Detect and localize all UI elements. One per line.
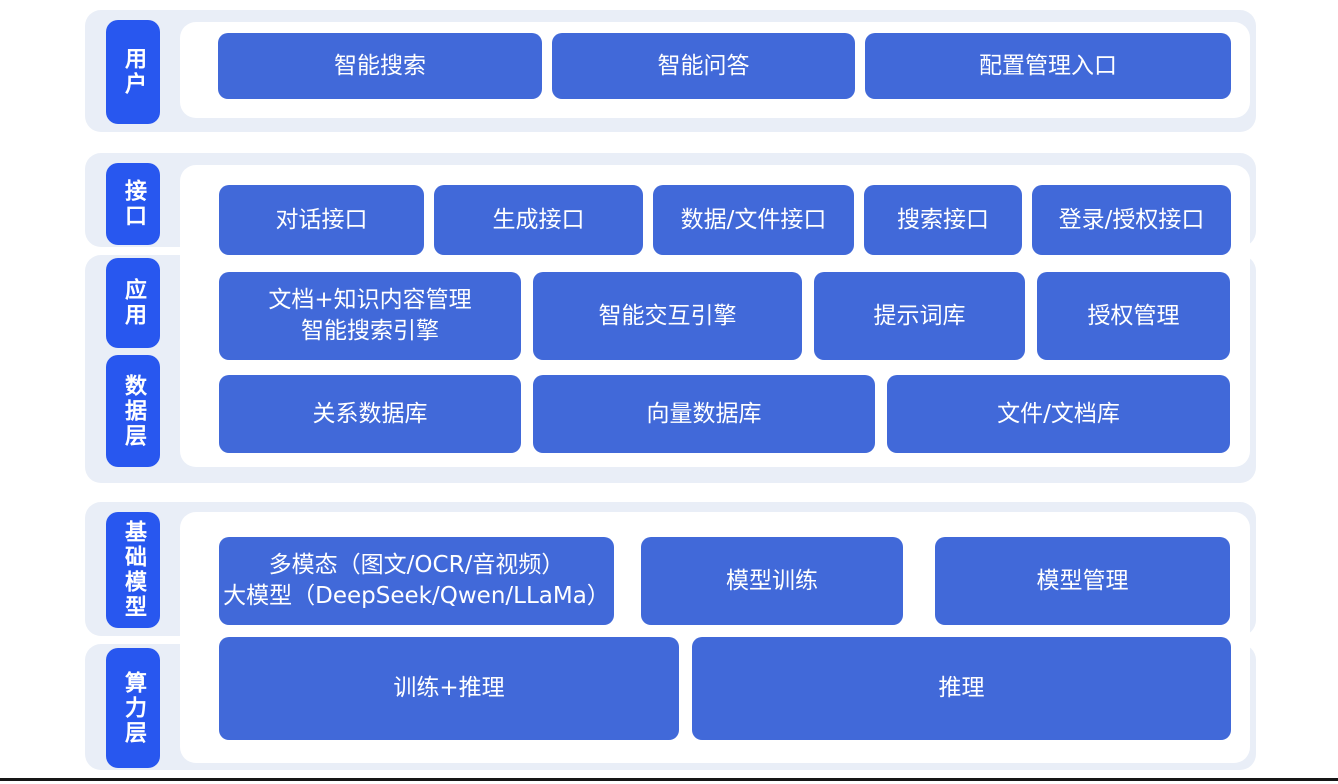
node-row-compute-layer: 训练+推理 推理 bbox=[219, 637, 1231, 740]
node-line: 多模态（图文/OCR/音视频） bbox=[268, 552, 565, 578]
node-model-training: 模型训练 bbox=[641, 537, 903, 625]
node-model-management: 模型管理 bbox=[935, 537, 1230, 625]
node-line: 文档+知识内容管理 bbox=[268, 287, 472, 313]
node-multimodal-llm: 多模态（图文/OCR/音视频） 大模型（DeepSeek/Qwen/LLaMa） bbox=[219, 537, 614, 625]
layer-tab-data-layer: 数据层 bbox=[106, 355, 160, 467]
layer-tab-user: 用户 bbox=[106, 20, 160, 124]
node-inference: 推理 bbox=[692, 637, 1231, 740]
node-row-foundation-model: 多模态（图文/OCR/音视频） 大模型（DeepSeek/Qwen/LLaMa）… bbox=[219, 537, 1230, 625]
bottom-divider bbox=[0, 778, 1338, 781]
node-config-mgmt-entry: 配置管理入口 bbox=[865, 33, 1231, 99]
node-smart-interaction-engine: 智能交互引擎 bbox=[533, 272, 802, 360]
node-prompt-library: 提示词库 bbox=[814, 272, 1025, 360]
node-relational-db: 关系数据库 bbox=[219, 375, 521, 453]
node-line: 智能搜索引擎 bbox=[301, 318, 439, 344]
node-row-application: 文档+知识内容管理 智能搜索引擎 智能交互引擎 提示词库 授权管理 bbox=[219, 272, 1230, 360]
node-data-file-api: 数据/文件接口 bbox=[653, 185, 854, 255]
layer-tab-application: 应用 bbox=[106, 258, 160, 348]
node-generate-api: 生成接口 bbox=[434, 185, 643, 255]
node-search-api: 搜索接口 bbox=[864, 185, 1022, 255]
node-vector-db: 向量数据库 bbox=[533, 375, 875, 453]
node-row-interface: 对话接口 生成接口 数据/文件接口 搜索接口 登录/授权接口 bbox=[219, 185, 1231, 255]
node-file-doc-store: 文件/文档库 bbox=[887, 375, 1230, 453]
node-row-data-layer: 关系数据库 向量数据库 文件/文档库 bbox=[219, 375, 1230, 453]
node-dialog-api: 对话接口 bbox=[219, 185, 424, 255]
node-line: 大模型（DeepSeek/Qwen/LLaMa） bbox=[223, 583, 610, 609]
node-doc-knowledge-search-engine: 文档+知识内容管理 智能搜索引擎 bbox=[219, 272, 521, 360]
node-auth-management: 授权管理 bbox=[1037, 272, 1230, 360]
layer-tab-compute-layer: 算力层 bbox=[106, 648, 160, 768]
node-smart-qa: 智能问答 bbox=[552, 33, 855, 99]
node-smart-search: 智能搜索 bbox=[218, 33, 542, 99]
layer-tab-interface: 接口 bbox=[106, 163, 160, 245]
node-training-inference: 训练+推理 bbox=[219, 637, 679, 740]
node-login-auth-api: 登录/授权接口 bbox=[1032, 185, 1231, 255]
layer-tab-foundation-model: 基础模型 bbox=[106, 512, 160, 628]
node-row-user: 智能搜索 智能问答 配置管理入口 bbox=[218, 33, 1231, 99]
